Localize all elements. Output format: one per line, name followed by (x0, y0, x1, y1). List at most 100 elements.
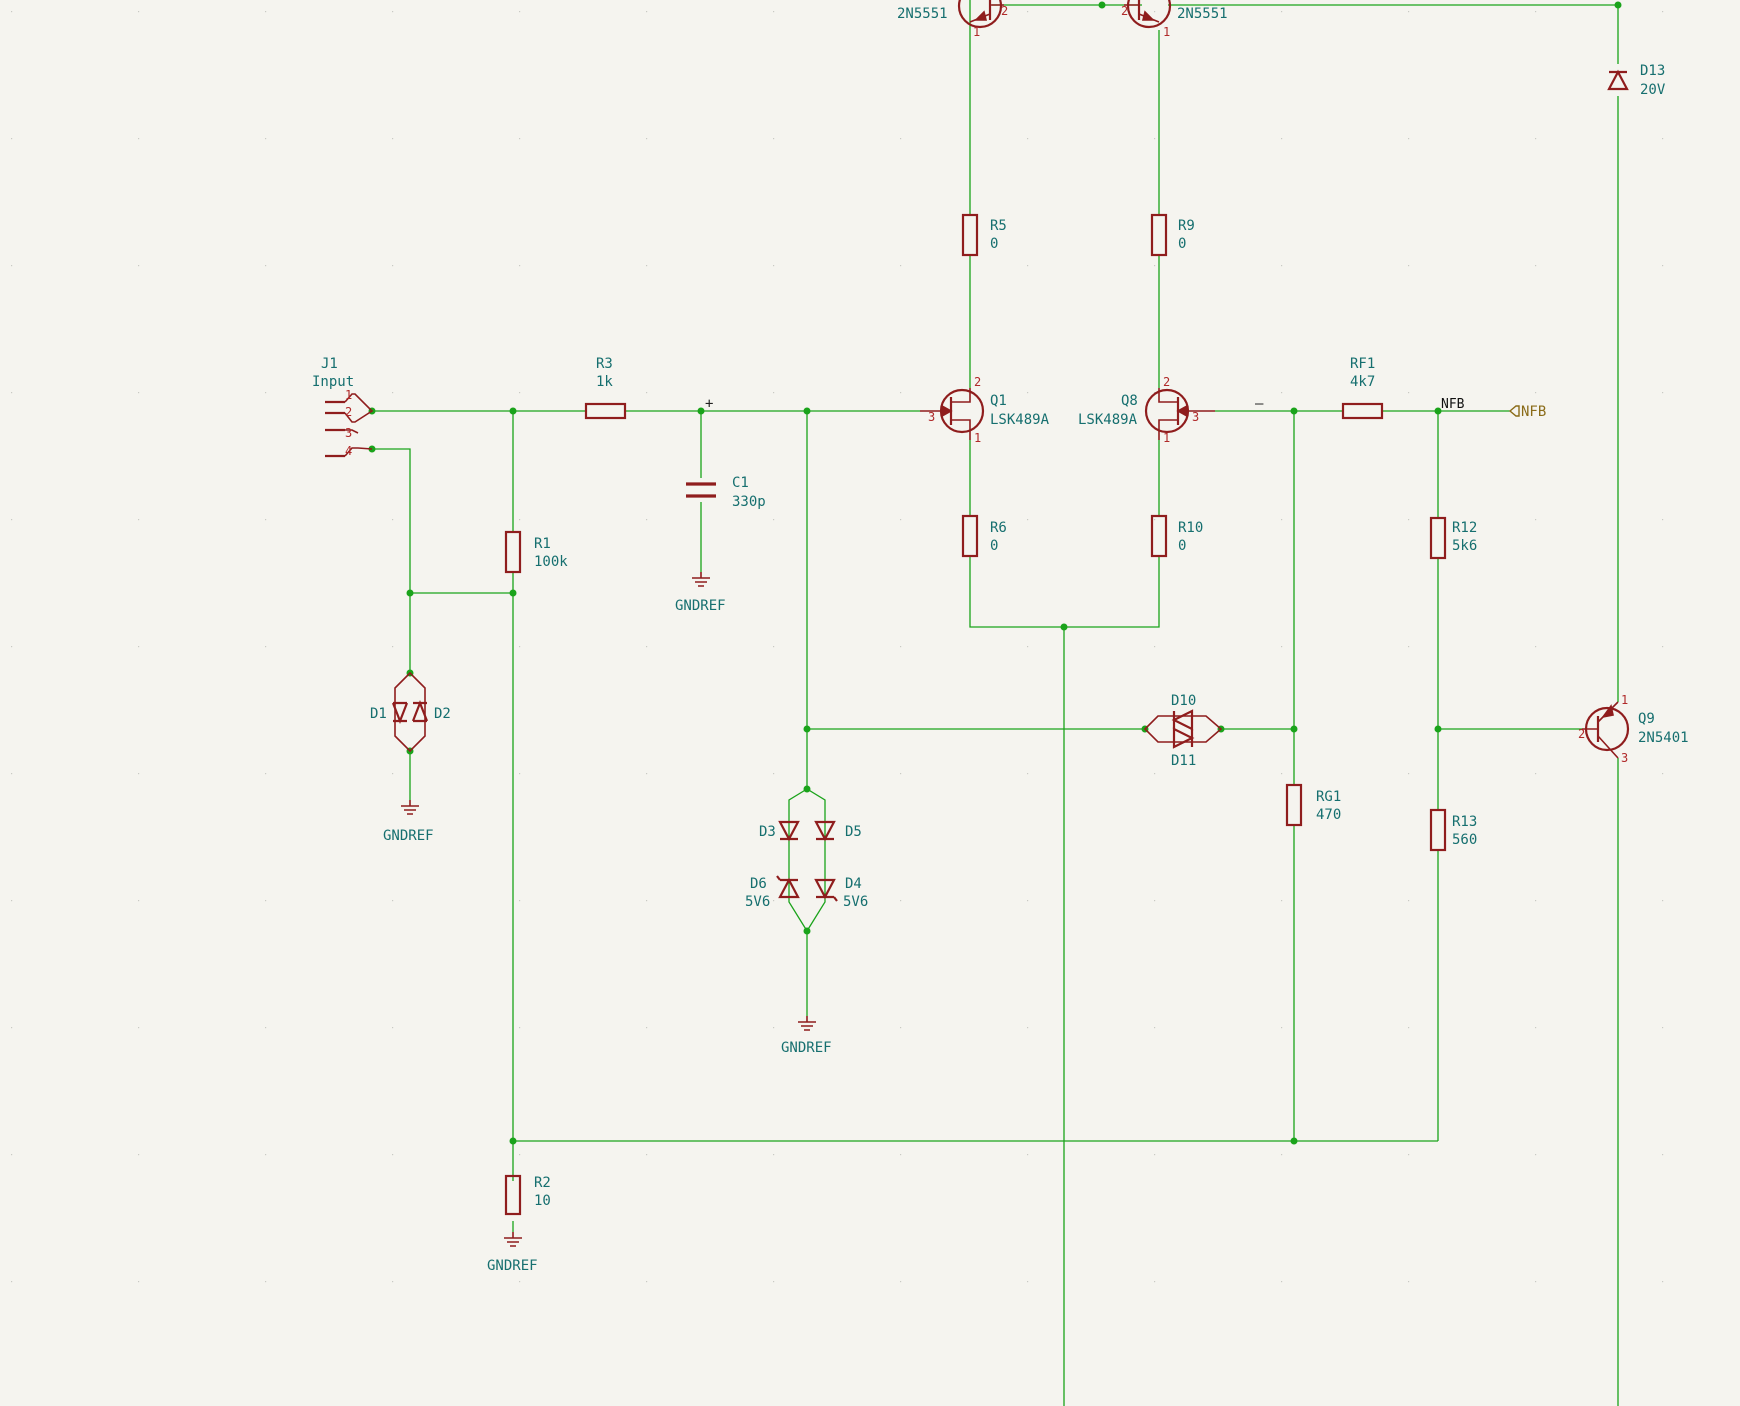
resistor-rf1[interactable]: RF1 4k7 (1341, 356, 1384, 420)
connector-j1[interactable]: J1 Input 1 2 3 4 (312, 356, 374, 458)
r2-value: 10 (534, 1193, 551, 1209)
diode-d6[interactable]: D6 5V6 (745, 875, 800, 910)
d3-ref: D3 (759, 824, 776, 840)
j1-pin2: 2 (345, 405, 352, 419)
r3-value: 1k (596, 374, 613, 390)
diode-d10-d11[interactable]: D10 D11 (1143, 693, 1223, 769)
q1-value: LSK489A (990, 412, 1050, 428)
d13-ref: D13 (1640, 63, 1665, 79)
d13-value: 20V (1640, 82, 1666, 98)
diode-d1-d2[interactable]: D1 D2 (370, 671, 451, 753)
ground-c1: GNDREF (675, 572, 726, 614)
q8-pin-source: 1 (1163, 431, 1170, 445)
net-minus-label: – (1255, 396, 1264, 412)
r6-ref: R6 (990, 520, 1007, 536)
q9-pin-collector: 3 (1621, 751, 1628, 765)
ground-c1-label: GNDREF (675, 598, 726, 614)
qtr-pin-emitter: 1 (1163, 25, 1170, 39)
r12-value: 5k6 (1452, 538, 1477, 554)
q8-value: LSK489A (1078, 412, 1138, 428)
resistor-r3[interactable]: R3 1k (584, 356, 627, 420)
net-plus-label: + (705, 396, 713, 412)
j1-pin4: 4 (345, 444, 352, 458)
q8-ref: Q8 (1121, 393, 1138, 409)
q1-pin-drain: 2 (974, 375, 981, 389)
d1-ref: D1 (370, 706, 387, 722)
r5-value: 0 (990, 236, 998, 252)
j1-value: Input (312, 374, 354, 390)
ground-r2-label: GNDREF (487, 1258, 538, 1274)
r10-ref: R10 (1178, 520, 1203, 536)
diode-d5[interactable]: D5 (814, 820, 862, 842)
diode-d3[interactable]: D3 (759, 820, 800, 842)
d4-value: 5V6 (843, 894, 868, 910)
qtl-pin-emitter: 1 (973, 25, 980, 39)
c1-value: 330p (732, 494, 766, 510)
resistor-rg1[interactable]: RG1 470 (1285, 783, 1341, 827)
resistor-r10[interactable]: R10 0 (1150, 514, 1203, 558)
q1-pin-source: 1 (974, 431, 981, 445)
ground-d1-label: GNDREF (383, 828, 434, 844)
r1-value: 100k (534, 554, 568, 570)
rg1-value: 470 (1316, 807, 1341, 823)
diode-d13[interactable]: D13 20V (1607, 63, 1666, 98)
jfet-q8[interactable]: 2 3 1 Q8 LSK489A (1078, 375, 1215, 445)
bjt-top-right[interactable]: 2 1 2N5551 (1121, 0, 1228, 39)
r1-ref: R1 (534, 536, 551, 552)
q1-ref: Q1 (990, 393, 1007, 409)
bjt-top-left[interactable]: 2 1 2N5551 (897, 0, 1008, 39)
d10-ref: D10 (1171, 693, 1196, 709)
qtl-value: 2N5551 (897, 6, 948, 22)
resistor-r6[interactable]: R6 0 (961, 514, 1007, 558)
q9-pin-emitter: 1 (1621, 693, 1628, 707)
r9-ref: R9 (1178, 218, 1195, 234)
resistor-r1[interactable]: R1 100k (504, 530, 568, 574)
net-labels: + – NFB (705, 396, 1465, 412)
resistor-r9[interactable]: R9 0 (1150, 213, 1195, 257)
qtr-pin-base: 2 (1121, 4, 1128, 18)
d6-value: 5V6 (745, 894, 770, 910)
r13-value: 560 (1452, 832, 1477, 848)
resistor-r12[interactable]: R12 5k6 (1429, 516, 1477, 560)
qtl-pin-base: 2 (1001, 4, 1008, 18)
r2-ref: R2 (534, 1175, 551, 1191)
r6-value: 0 (990, 538, 998, 554)
rg1-ref: RG1 (1316, 789, 1341, 805)
j1-pin3: 3 (345, 426, 352, 440)
r9-value: 0 (1178, 236, 1186, 252)
diode-d4[interactable]: D4 5V6 (814, 876, 868, 910)
net-nfb-label: NFB (1441, 397, 1465, 412)
global-label-nfb[interactable]: NFB (1508, 404, 1546, 420)
q8-pin-drain: 2 (1163, 375, 1170, 389)
q9-ref: Q9 (1638, 711, 1655, 727)
global-label-nfb-text: NFB (1521, 404, 1546, 420)
q8-pin-gate: 3 (1192, 410, 1199, 424)
r5-ref: R5 (990, 218, 1007, 234)
jfet-q1[interactable]: 2 3 1 Q1 LSK489A (920, 375, 1050, 445)
j1-pin1: 1 (345, 388, 352, 402)
d11-ref: D11 (1171, 753, 1196, 769)
d6-ref: D6 (750, 876, 767, 892)
ground-d1: GNDREF (383, 800, 434, 844)
r10-value: 0 (1178, 538, 1186, 554)
resistor-r13[interactable]: R13 560 (1429, 808, 1477, 852)
ground-d3: GNDREF (781, 1016, 832, 1056)
resistor-r2[interactable]: R2 10 (504, 1174, 551, 1216)
resistor-r5[interactable]: R5 0 (961, 213, 1007, 257)
r13-ref: R13 (1452, 814, 1477, 830)
rf1-ref: RF1 (1350, 356, 1375, 372)
j1-ref: J1 (321, 356, 338, 372)
r3-ref: R3 (596, 356, 613, 372)
capacitor-c1[interactable]: C1 330p (686, 475, 766, 510)
bjt-q9[interactable]: 1 2 3 Q9 2N5401 (1578, 693, 1689, 765)
d2-ref: D2 (434, 706, 451, 722)
ground-d3-label: GNDREF (781, 1040, 832, 1056)
d4-ref: D4 (845, 876, 862, 892)
r12-ref: R12 (1452, 520, 1477, 536)
ground-r2: GNDREF (487, 1232, 538, 1274)
q1-pin-gate: 3 (928, 410, 935, 424)
d5-ref: D5 (845, 824, 862, 840)
rf1-value: 4k7 (1350, 374, 1375, 390)
